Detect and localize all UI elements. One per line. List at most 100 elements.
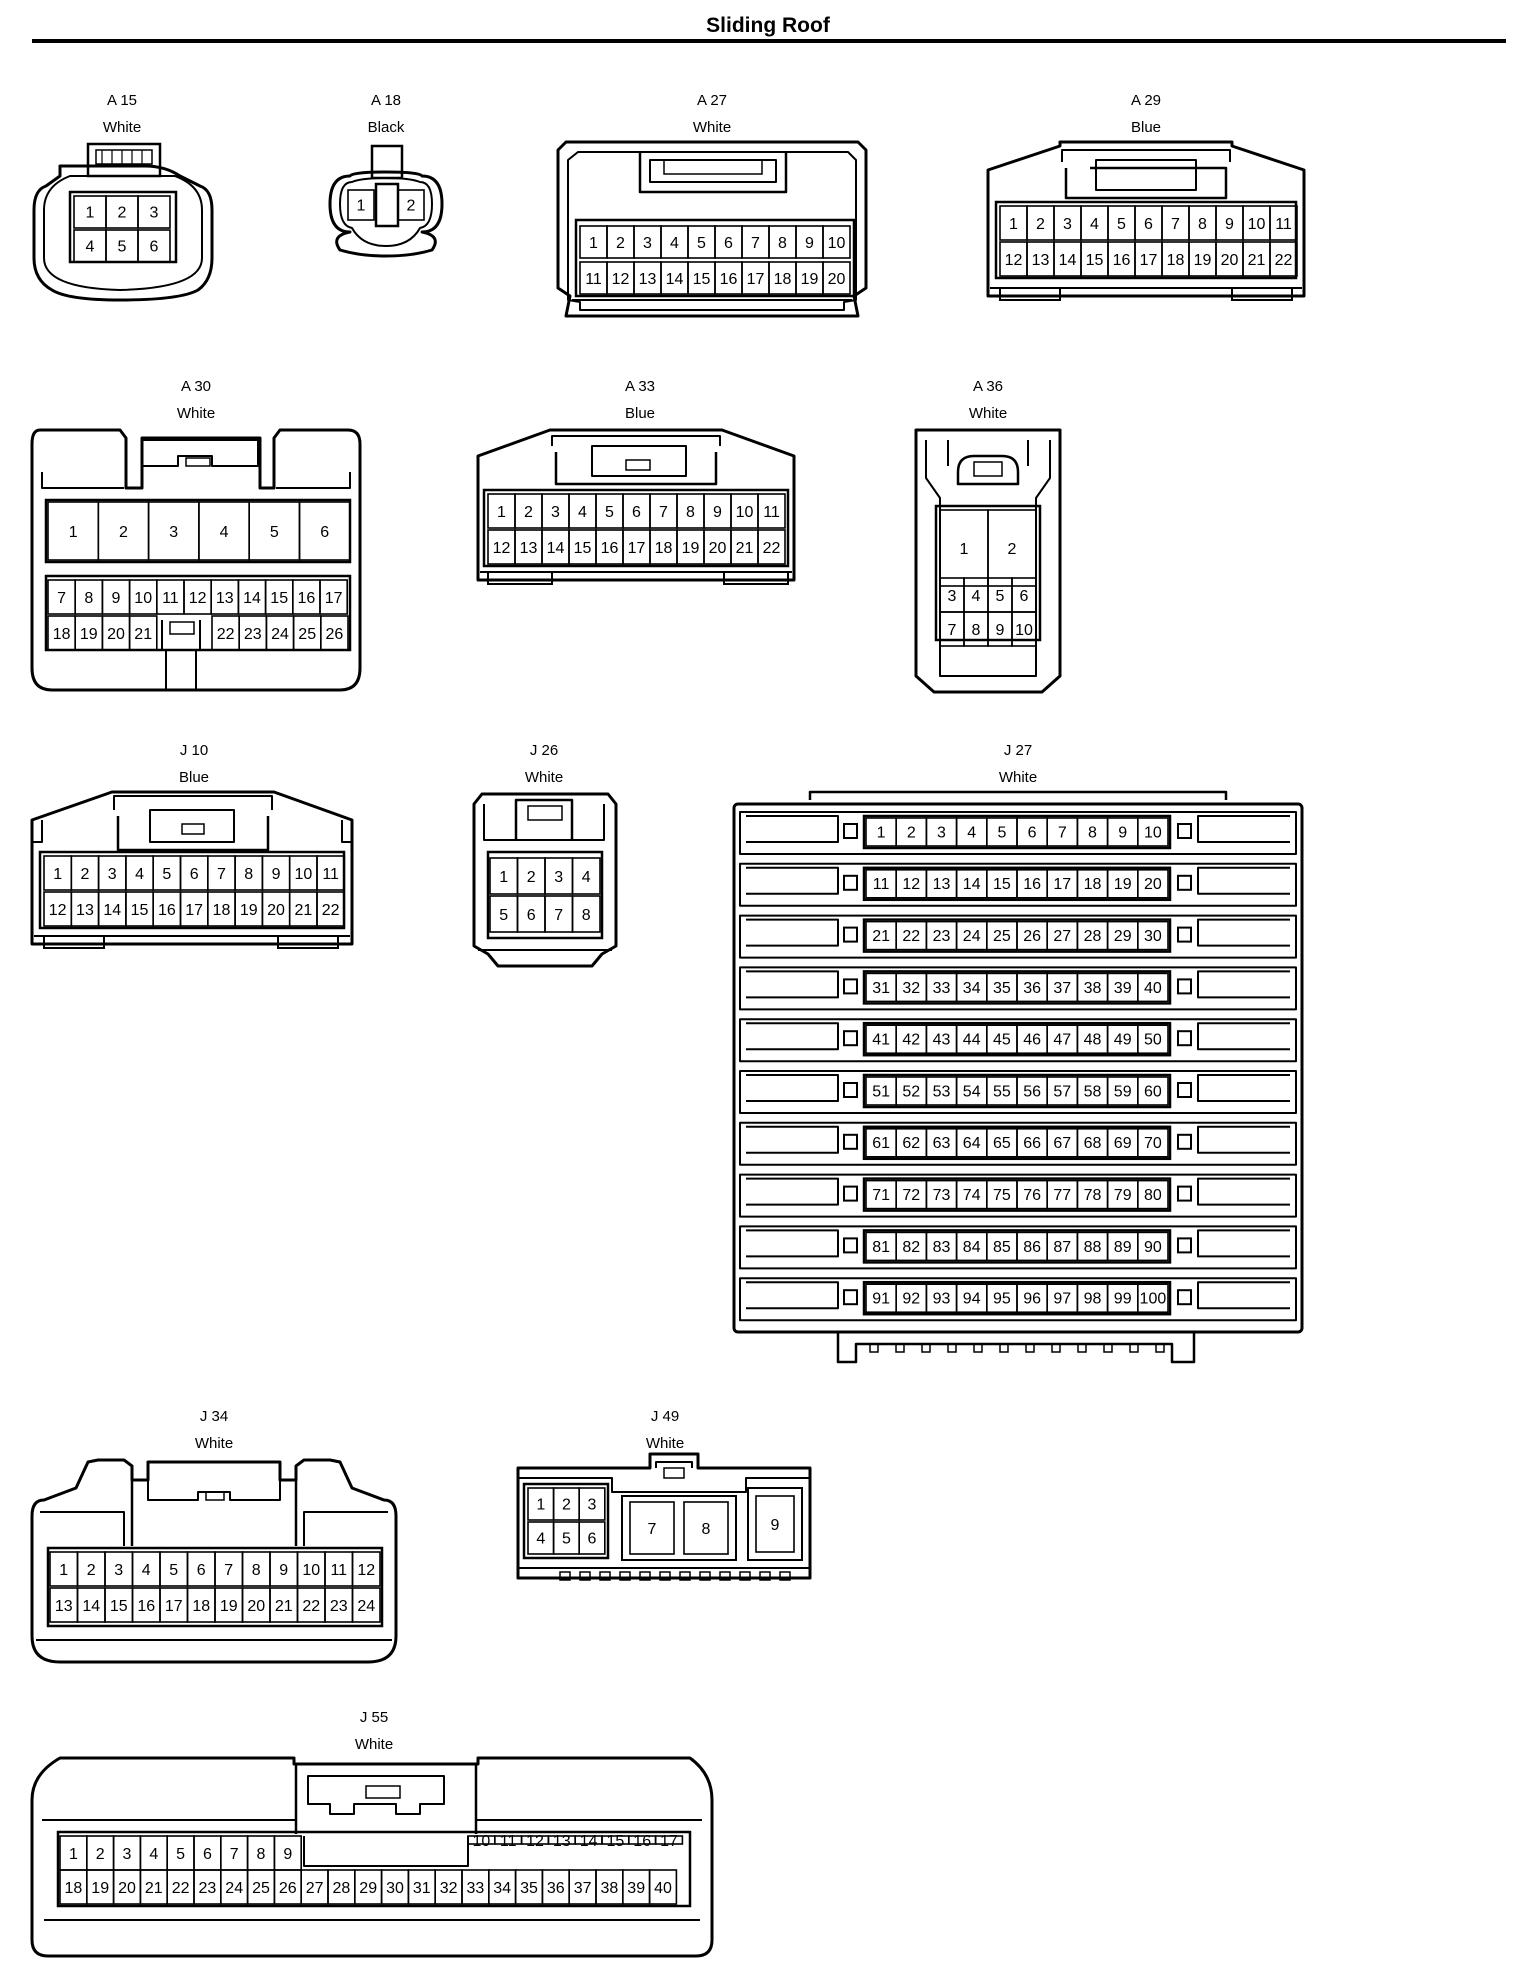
pin-14: 14 bbox=[237, 579, 267, 615]
pin-1: 1 bbox=[59, 1835, 88, 1871]
svg-text:17: 17 bbox=[628, 540, 646, 557]
svg-text:52: 52 bbox=[902, 1083, 920, 1100]
pin-9: 9 bbox=[273, 1835, 302, 1871]
pin-2: 2 bbox=[552, 1487, 580, 1521]
pin-13: 13 bbox=[1026, 241, 1055, 277]
svg-text:17: 17 bbox=[1140, 252, 1158, 269]
pin-19: 19 bbox=[1106, 868, 1139, 899]
pin-15: 15 bbox=[264, 579, 294, 615]
svg-text:12: 12 bbox=[612, 271, 630, 288]
pin-7: 7 bbox=[220, 1835, 249, 1871]
pin-2: 2 bbox=[514, 493, 543, 529]
connector-color: White bbox=[998, 769, 1038, 786]
pin-1: 1 bbox=[347, 189, 375, 221]
svg-text:5: 5 bbox=[499, 907, 508, 924]
svg-text:5: 5 bbox=[562, 1530, 571, 1547]
pin-7: 7 bbox=[207, 855, 236, 891]
pin-19: 19 bbox=[214, 1587, 244, 1623]
pin-22: 22 bbox=[166, 1869, 195, 1905]
svg-text:54: 54 bbox=[963, 1083, 981, 1100]
svg-text:22: 22 bbox=[302, 1598, 320, 1615]
pin-12: 12 bbox=[351, 1551, 381, 1587]
pin-74: 74 bbox=[955, 1179, 988, 1210]
pin-4: 4 bbox=[568, 493, 597, 529]
svg-text:8: 8 bbox=[244, 866, 253, 883]
svg-text:33: 33 bbox=[933, 980, 951, 997]
svg-text:11: 11 bbox=[1275, 216, 1292, 233]
svg-text:4: 4 bbox=[582, 869, 591, 886]
pin-21: 21 bbox=[139, 1869, 168, 1905]
pin-7: 7 bbox=[544, 895, 574, 933]
pin-24: 24 bbox=[955, 920, 988, 951]
pin-7: 7 bbox=[214, 1551, 244, 1587]
svg-text:1: 1 bbox=[59, 1562, 68, 1579]
svg-text:18: 18 bbox=[774, 271, 792, 288]
pin-33: 33 bbox=[925, 972, 958, 1003]
pin-81: 81 bbox=[865, 1231, 898, 1262]
svg-text:5: 5 bbox=[605, 504, 614, 521]
pin-12: 12 bbox=[487, 529, 516, 565]
svg-text:2: 2 bbox=[407, 197, 416, 214]
svg-text:12: 12 bbox=[189, 590, 207, 607]
pin-87: 87 bbox=[1046, 1231, 1079, 1262]
svg-text:2: 2 bbox=[80, 866, 89, 883]
pin-57: 57 bbox=[1046, 1076, 1079, 1106]
pin-5: 5 bbox=[248, 501, 301, 561]
svg-text:17: 17 bbox=[325, 590, 343, 607]
pin-13: 13 bbox=[49, 1587, 79, 1623]
svg-text:81: 81 bbox=[872, 1239, 890, 1256]
svg-text:92: 92 bbox=[902, 1291, 920, 1308]
pin-7: 7 bbox=[1046, 817, 1079, 847]
connector-color: White bbox=[645, 1435, 685, 1452]
pin-9: 9 bbox=[261, 855, 291, 891]
svg-text:33: 33 bbox=[467, 1880, 485, 1897]
pin-3: 3 bbox=[137, 195, 171, 229]
svg-text:91: 91 bbox=[872, 1291, 890, 1308]
pin-67: 67 bbox=[1046, 1128, 1079, 1158]
pin-3: 3 bbox=[925, 817, 958, 847]
pin-12: 12 bbox=[520, 1833, 550, 1850]
svg-text:14: 14 bbox=[103, 902, 121, 919]
pin-12: 12 bbox=[606, 261, 635, 295]
pin-5: 5 bbox=[552, 1521, 580, 1555]
pin-60: 60 bbox=[1137, 1076, 1169, 1106]
pin-6: 6 bbox=[1016, 817, 1049, 847]
pin-6: 6 bbox=[1011, 577, 1037, 613]
svg-text:2: 2 bbox=[527, 869, 536, 886]
pin-42: 42 bbox=[895, 1024, 928, 1054]
svg-text:10: 10 bbox=[1015, 622, 1033, 639]
svg-text:20: 20 bbox=[1221, 252, 1239, 269]
pin-2: 2 bbox=[86, 1835, 115, 1871]
svg-text:1: 1 bbox=[960, 541, 969, 558]
svg-text:17: 17 bbox=[185, 902, 203, 919]
connector-id: J 49 bbox=[650, 1408, 680, 1425]
pin-37: 37 bbox=[1046, 972, 1079, 1003]
svg-text:21: 21 bbox=[872, 928, 890, 945]
svg-text:16: 16 bbox=[1023, 876, 1041, 893]
svg-text:4: 4 bbox=[670, 235, 679, 252]
svg-text:30: 30 bbox=[386, 1880, 404, 1897]
pin-3: 3 bbox=[544, 857, 574, 895]
pin-5: 5 bbox=[687, 225, 716, 259]
svg-text:3: 3 bbox=[948, 588, 957, 605]
svg-text:5: 5 bbox=[1117, 216, 1126, 233]
svg-text:16: 16 bbox=[601, 540, 619, 557]
svg-text:15: 15 bbox=[993, 876, 1011, 893]
pin-37: 37 bbox=[568, 1869, 597, 1905]
svg-text:21: 21 bbox=[275, 1598, 293, 1615]
svg-text:11: 11 bbox=[330, 1562, 347, 1579]
svg-text:3: 3 bbox=[114, 1562, 123, 1579]
pin-11: 11 bbox=[316, 855, 346, 891]
pin-14: 14 bbox=[660, 261, 689, 295]
pin-20: 20 bbox=[1215, 241, 1244, 277]
svg-text:6: 6 bbox=[1028, 824, 1037, 841]
pin-2: 2 bbox=[1026, 205, 1055, 241]
svg-text:16: 16 bbox=[158, 902, 176, 919]
svg-text:10: 10 bbox=[828, 235, 846, 252]
pin-16: 16 bbox=[152, 891, 182, 927]
svg-text:23: 23 bbox=[244, 626, 262, 643]
